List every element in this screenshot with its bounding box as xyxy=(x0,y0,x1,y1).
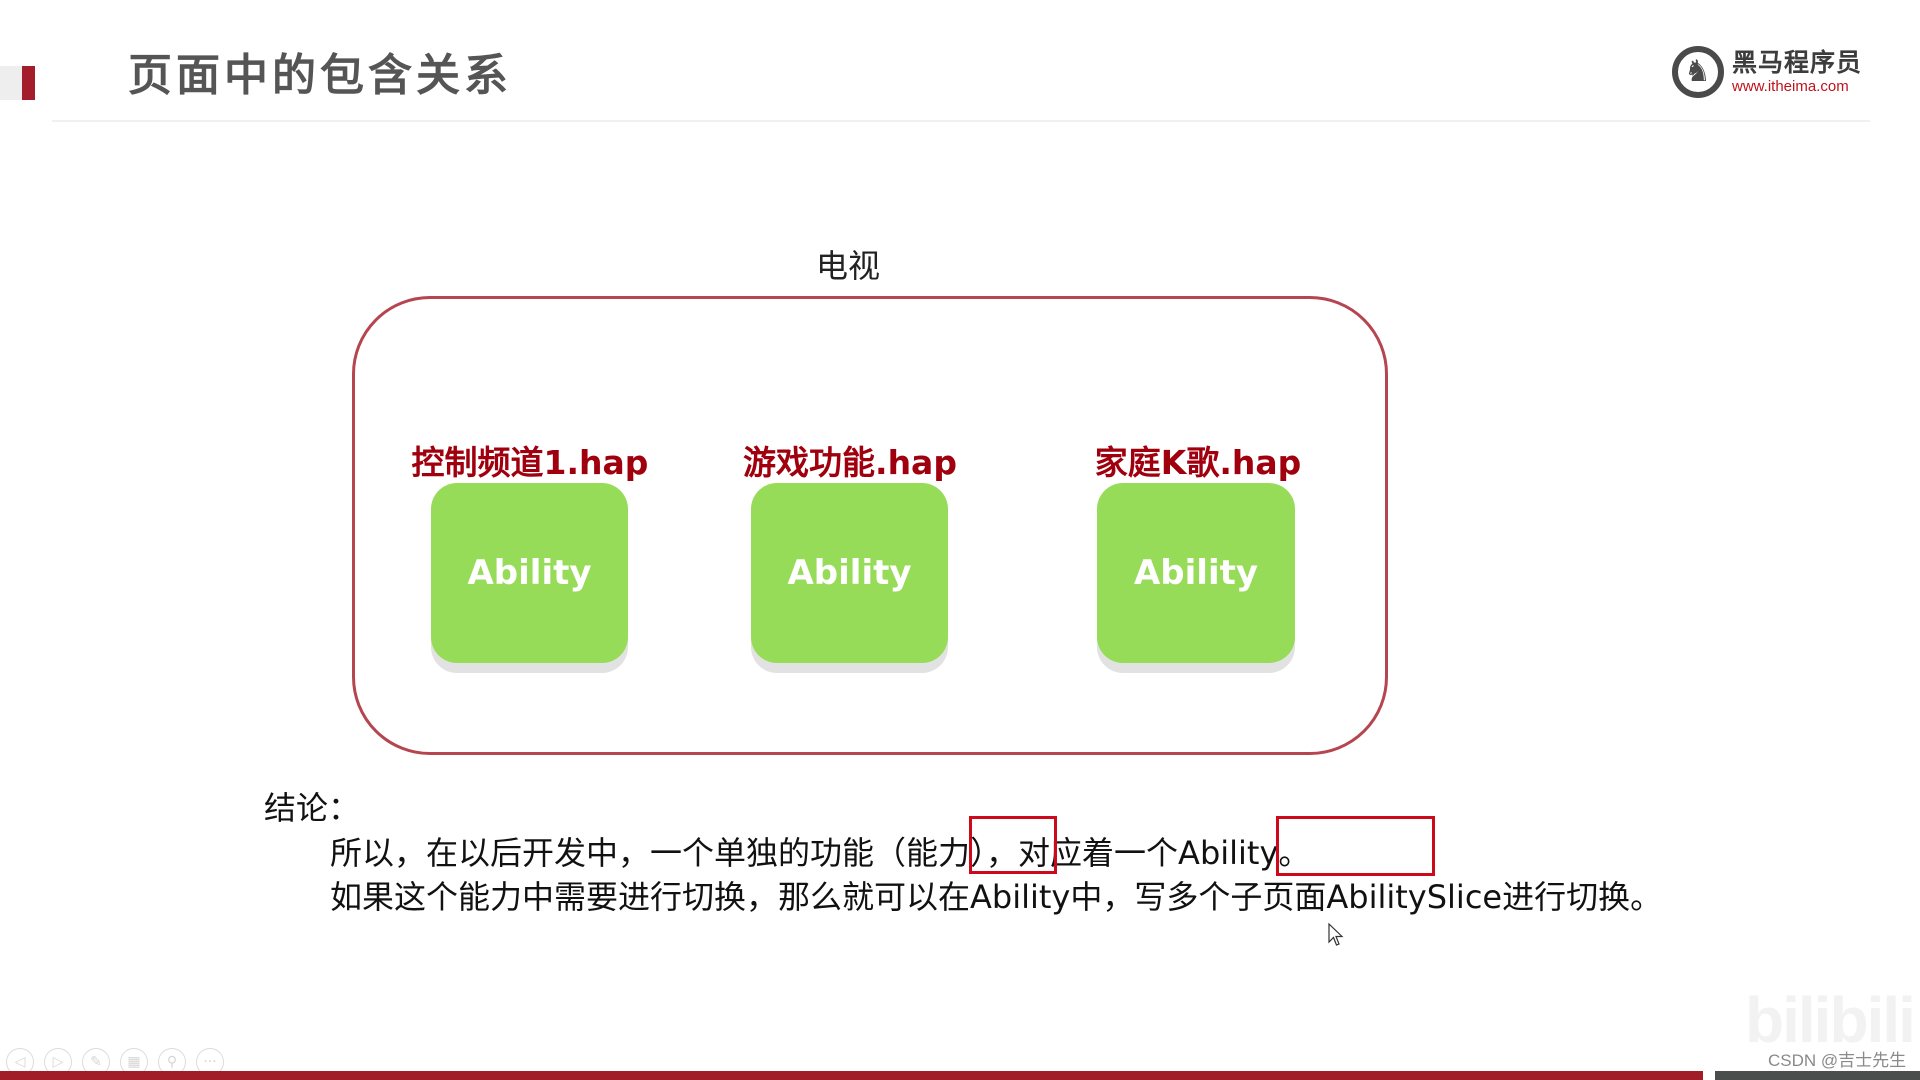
highlight-nengli: 能力 xyxy=(906,834,971,872)
logo-ring-icon xyxy=(1672,46,1724,98)
conclusion-line-1-pre: 所以，在以后开发中，一个单独的功能（ xyxy=(330,834,907,872)
conclusion-line-1-mid: ），对应着一个 xyxy=(970,834,1179,872)
ability-box-text: Ability xyxy=(1133,553,1259,593)
highlight-ability: Ability。 xyxy=(1178,834,1311,872)
mouse-cursor-icon xyxy=(1328,923,1344,946)
highlight-box-ability xyxy=(1276,816,1435,876)
arrow-right-icon: ▷ xyxy=(52,1054,64,1070)
footer-dark-bar xyxy=(1715,1071,1920,1080)
tv-container-frame xyxy=(352,296,1388,755)
slide-title: 页面中的包含关系 xyxy=(128,50,512,101)
logo-url-text: www.itheima.com xyxy=(1732,78,1849,95)
conclusion-heading: 结论： xyxy=(264,789,361,827)
arrow-left-icon: ◁ xyxy=(14,1054,26,1070)
module-label: 游戏功能.hap xyxy=(743,443,957,482)
bilibili-watermark: bilibili xyxy=(1745,984,1916,1056)
magnifier-icon: ⚲ xyxy=(166,1054,178,1070)
ellipsis-icon: ··· xyxy=(203,1054,217,1070)
logo-brand-text: 黑马程序员 xyxy=(1732,48,1863,77)
ability-box: Ability xyxy=(751,483,948,663)
footer-red-bar xyxy=(0,1071,1703,1080)
grid-icon: ▦ xyxy=(127,1054,141,1070)
module-label: 家庭K歌.hap xyxy=(1094,443,1302,482)
tv-container-label: 电视 xyxy=(815,247,880,285)
header-divider xyxy=(52,120,1870,122)
itheima-logo: ♞ 黑马程序员 www.itheima.com xyxy=(1672,44,1872,104)
ability-box: Ability xyxy=(431,483,628,663)
conclusion-line-2: 如果这个能力中需要进行切换，那么就可以在Ability中，写多个子页面Abili… xyxy=(330,878,1663,916)
ability-box-text: Ability xyxy=(467,553,592,593)
conclusion-line-1: 所以，在以后开发中，一个单独的功能（能力），对应着一个Ability。 xyxy=(330,833,1310,873)
ability-box-text: Ability xyxy=(787,553,912,593)
pen-icon: ✎ xyxy=(90,1054,102,1070)
highlight-box-nengli xyxy=(969,816,1057,874)
horse-head-icon: ♞ xyxy=(1684,54,1711,89)
ability-box: Ability xyxy=(1097,483,1295,663)
header-accent-bar xyxy=(22,66,35,100)
header-gray-strip xyxy=(0,66,22,100)
module-label: 控制频道1.hap xyxy=(411,443,649,482)
csdn-watermark: CSDN @吉士先生 xyxy=(1768,1051,1907,1070)
